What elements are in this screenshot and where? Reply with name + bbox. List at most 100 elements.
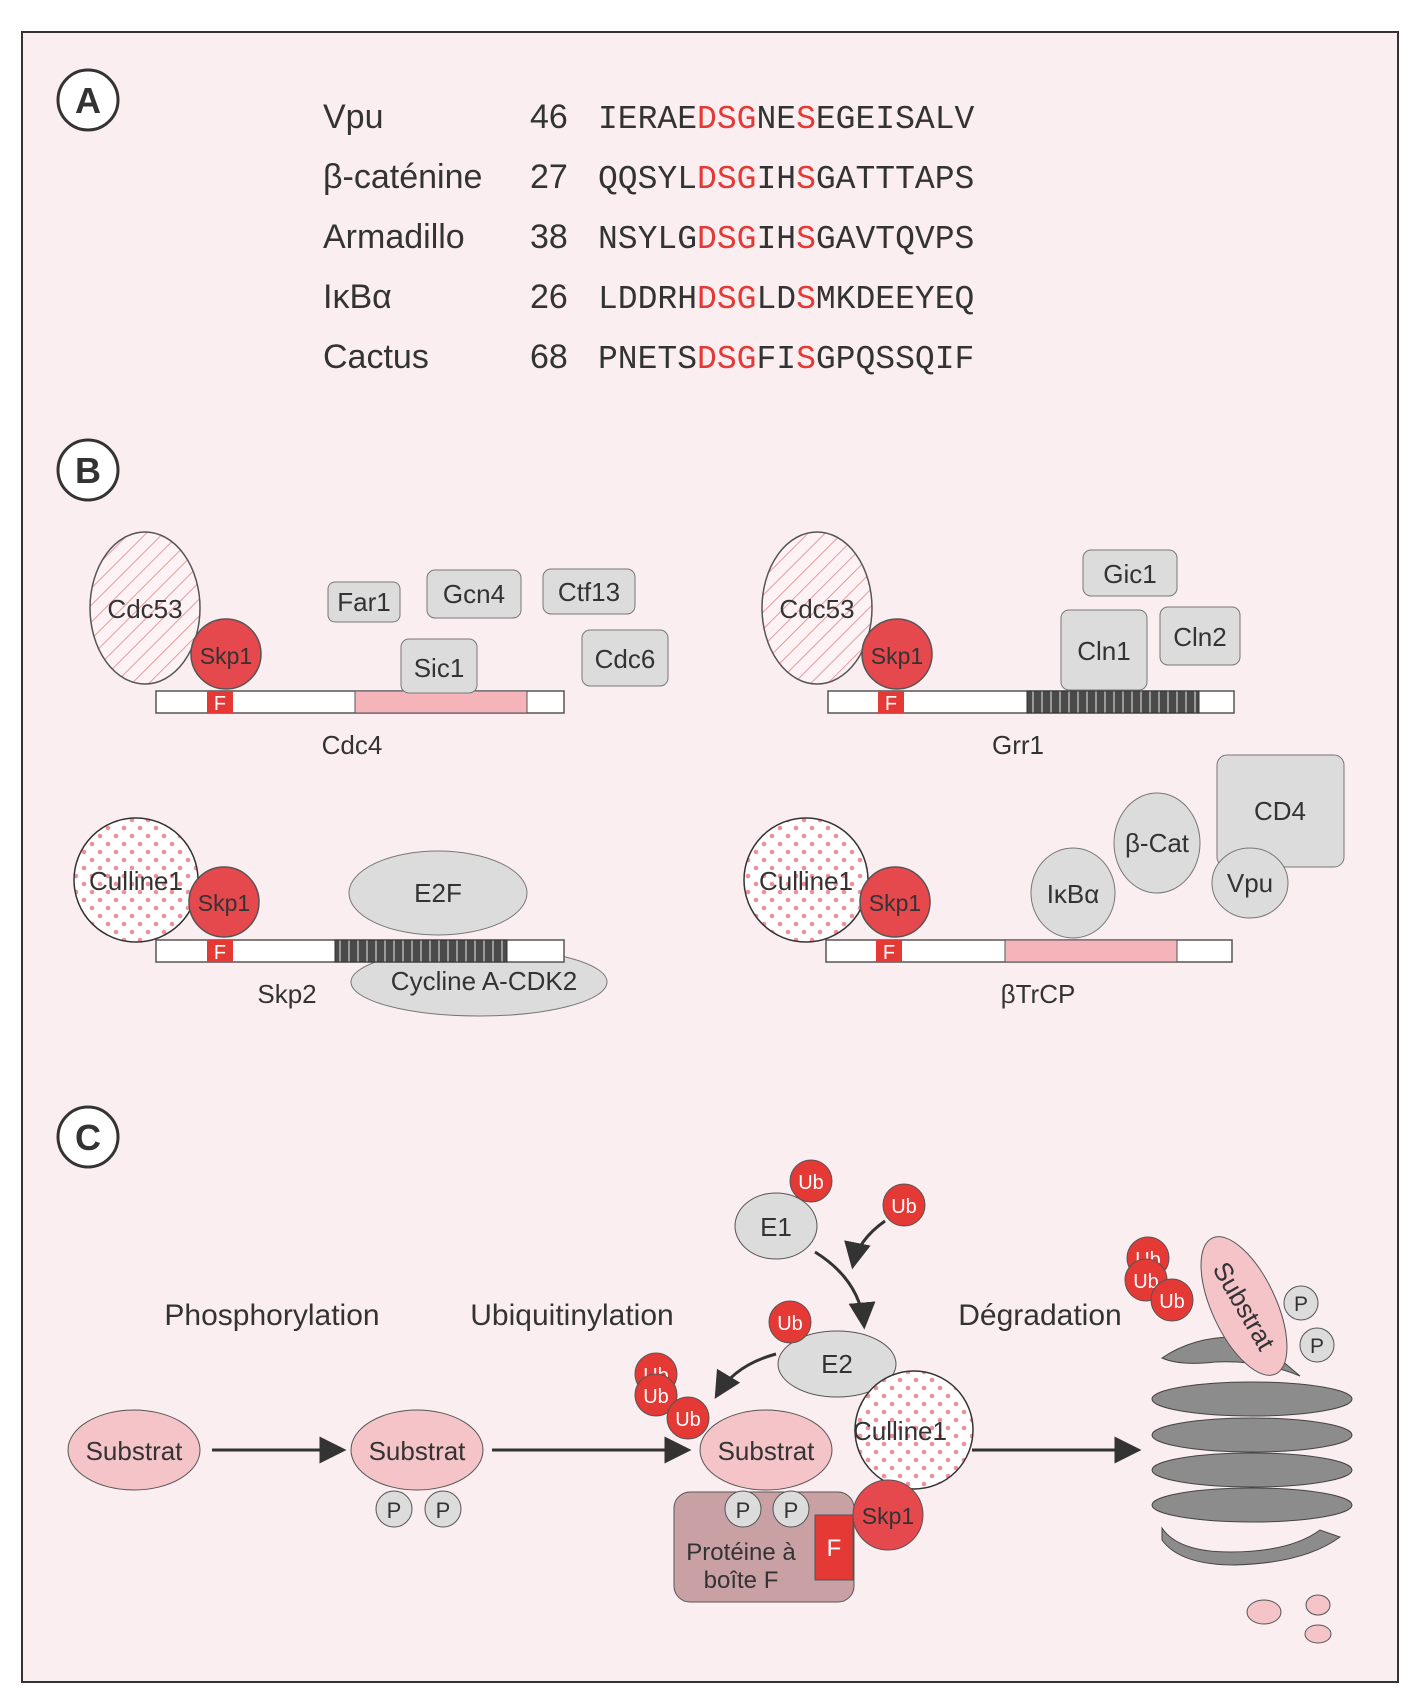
ubiquitin <box>768 1300 812 1344</box>
peptide-fragment <box>1246 1599 1282 1625</box>
skp1-subunit <box>861 618 933 690</box>
substrate-label: Substrat <box>718 1436 816 1466</box>
skp1-label: Skp1 <box>869 890 921 916</box>
proteasome-ring <box>1151 1381 1353 1417</box>
sequence-start: 38 <box>530 218 568 256</box>
e2-enzyme <box>777 1330 897 1398</box>
ubiquitin-label: Ub <box>675 1409 701 1431</box>
peptide-fragment <box>1304 1624 1332 1644</box>
fbox-label: F <box>214 693 226 715</box>
substrate-label: Substrat <box>86 1436 184 1466</box>
step-ubiquitinylation: Ubiquitinylation <box>470 1299 673 1332</box>
substrate-box <box>1060 609 1148 691</box>
substrate-ellipse <box>1211 847 1289 919</box>
substrate-box <box>327 581 401 623</box>
sequence-row: β-caténine 27 QQSYLDSGIHSGATTTAPS <box>323 158 974 198</box>
sequence-name: IκBα <box>323 278 392 316</box>
substrate-bound <box>699 1409 833 1491</box>
skp1-label: Skp1 <box>871 643 923 669</box>
substrate-label: Cln2 <box>1173 622 1226 652</box>
substrate-label: Sic1 <box>414 653 465 683</box>
cdc4-name: Cdc4 <box>322 730 383 760</box>
sequence-row: Cactus 68 PNETSDSGFISGPQSSQIF <box>323 338 974 378</box>
substrate-ellipse <box>348 850 528 936</box>
substrate-box <box>1082 549 1178 597</box>
fbox-label: F <box>885 693 897 715</box>
skp1-label: Skp1 <box>862 1503 914 1529</box>
ubiquitin <box>789 1159 833 1203</box>
sequence-start: 26 <box>530 278 568 316</box>
culline1-label: Culline1 <box>853 1416 947 1446</box>
substrate-label: Far1 <box>337 587 390 617</box>
culline1-label: Culline1 <box>89 866 183 896</box>
panel-b-marker <box>56 438 120 502</box>
sequence-start: 27 <box>530 158 568 196</box>
substrate-unphosphorylated <box>67 1409 201 1491</box>
ubiquitin <box>1150 1278 1194 1322</box>
cdc4-complex: Cdc53 F Skp1 Cdc4 Far1 Gcn4 Ctf13 Sic1 C… <box>89 531 669 760</box>
substrate-label: Cycline A-CDK2 <box>391 966 577 996</box>
ubiquitin <box>882 1183 926 1227</box>
phosphate-group <box>1283 1285 1319 1321</box>
fbox-protein-label: Protéine à <box>686 1539 796 1566</box>
substrate-ellipse <box>1030 847 1116 939</box>
fbox <box>814 1514 854 1581</box>
fbox-label: F <box>214 942 226 964</box>
arrow <box>814 1250 876 1330</box>
substrate-label: Vpu <box>1227 868 1273 898</box>
substrate-entering <box>1200 1236 1288 1376</box>
sequence-start: 46 <box>530 98 568 136</box>
ubiquitin-label: Ub <box>798 1172 824 1194</box>
phosphate-label: P <box>1310 1335 1324 1358</box>
skp2-lrr-domain <box>334 939 508 963</box>
sequence-residues: PNETSDSGFISGPQSSQIF <box>598 341 974 378</box>
phosphate-group <box>772 1490 810 1528</box>
ubiquitin-label: Ub <box>777 1313 803 1335</box>
step-phosphorylation: Phosphorylation <box>164 1299 379 1332</box>
substrate-box <box>400 638 478 694</box>
grr1-complex: Cdc53 F Skp1 Grr1 Gic1 Cln1 Cln2 <box>761 531 1241 760</box>
phosphate-group <box>1299 1327 1335 1363</box>
cdc53-label: Cdc53 <box>779 594 854 624</box>
substrate-label: Substrat <box>369 1436 467 1466</box>
ubiquitin <box>666 1396 710 1440</box>
sequence-residues: LDDRHDSGLDSMKDEEYEQ <box>598 281 974 318</box>
fbox <box>207 940 233 962</box>
proteasome-ring <box>1151 1452 1353 1488</box>
fbox-protein <box>673 1491 855 1603</box>
panel-c-label: C <box>75 1117 101 1158</box>
substrate-label: E2F <box>414 878 462 908</box>
sequence-name: Armadillo <box>323 218 465 256</box>
substrate-box <box>581 629 669 687</box>
proteasome: Substrat P P Ub Ub Ub <box>1124 1236 1353 1644</box>
e1-label: E1 <box>760 1212 792 1242</box>
sequence-name: Cactus <box>323 338 429 376</box>
phosphate-label: P <box>1294 1293 1308 1316</box>
cdc53-label: Cdc53 <box>107 594 182 624</box>
fbox-label: F <box>827 1535 842 1562</box>
sequence-residues: IERAEDSGNESEGEISALV <box>598 101 974 138</box>
skp1-subunit <box>188 866 260 938</box>
sequence-residues: QQSYLDSGIHSGATTTAPS <box>598 161 974 198</box>
cdc53-subunit <box>89 531 201 685</box>
fbox <box>876 940 902 962</box>
arrow <box>714 1352 777 1399</box>
btrcp-complex: CD4 β-Cat Vpu IκBα Culline1 F Skp1 βTrCP <box>743 754 1345 1009</box>
sequence-name: Vpu <box>323 98 384 136</box>
phosphate-group <box>724 1490 762 1528</box>
e2-label: E2 <box>821 1349 853 1379</box>
cdc4-wd40-domain <box>354 690 528 714</box>
proteasome-ring <box>1151 1417 1353 1453</box>
substrate-box <box>542 568 636 615</box>
substrate-label: Cdc6 <box>595 644 656 674</box>
skp2-name: Skp2 <box>257 979 316 1009</box>
fbox-label: F <box>883 942 895 964</box>
sequence-name: β-caténine <box>323 158 482 196</box>
fbox <box>207 691 233 713</box>
phosphate-group <box>424 1490 462 1528</box>
substrate-box <box>426 569 522 619</box>
ubiquitin <box>634 1373 678 1417</box>
skp1-subunit <box>190 618 262 690</box>
proteasome-cap-bottom <box>1161 1526 1342 1566</box>
